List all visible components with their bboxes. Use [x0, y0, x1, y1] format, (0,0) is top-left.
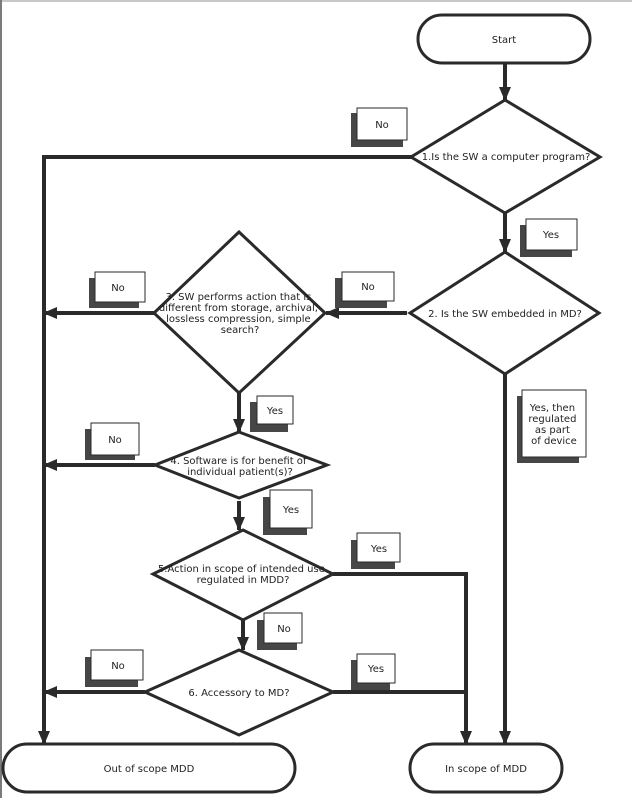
- window-top-border: [0, 0, 632, 2]
- decision-q6: 6. Accessory to MD?: [141, 648, 337, 737]
- edge-label-q6-no: No: [85, 649, 144, 687]
- edge-label-q6-yes: Yes: [351, 653, 396, 690]
- svg-text:No: No: [111, 661, 125, 672]
- svg-text:No: No: [375, 120, 389, 131]
- terminal-start: Start: [416, 13, 592, 65]
- edge-label-q4-no: No: [85, 422, 140, 460]
- decision-q5: 5.Action in scope of intended use regula…: [149, 528, 337, 622]
- svg-text:Yes: Yes: [367, 664, 384, 675]
- svg-text:Yes, then regulated: Yes, then regulated as part of device: [528, 403, 579, 447]
- terminal-start-label: Start: [492, 35, 517, 46]
- decision-q3: 3. SW performs action that is different …: [151, 229, 328, 396]
- svg-text:Yes: Yes: [370, 544, 387, 555]
- decision-q2: 2. Is the SW embedded in MD?: [407, 250, 602, 376]
- svg-text:Yes: Yes: [266, 406, 283, 417]
- svg-text:No: No: [111, 283, 125, 294]
- window-left-border: [0, 0, 2, 798]
- edge-label-q3-yes: Yes: [250, 395, 294, 432]
- terminal-out-of-scope-label: Out of scope MDD: [104, 764, 195, 775]
- edge-label-q4-yes: Yes: [263, 489, 313, 535]
- decision-q4-label: 4. Software is for benefit of individual…: [170, 456, 309, 478]
- decision-q6-label: 6. Accessory to MD?: [188, 688, 289, 699]
- decision-q1-label: 1.Is the SW a computer program?: [422, 152, 591, 163]
- edge-q1-no: [38, 155, 412, 745]
- edge-label-q3-no: No: [89, 271, 146, 308]
- edge-label-q2-no: No: [335, 271, 395, 308]
- decision-q5-label: 5.Action in scope of intended use regula…: [158, 564, 328, 586]
- edge-label-q5-yes: Yes: [351, 532, 401, 569]
- svg-text:No: No: [108, 435, 122, 446]
- svg-text:No: No: [277, 624, 291, 635]
- edge-label-q5-no: No: [257, 612, 303, 650]
- edge-label-q2-yes: Yes, then regulated as part of device: [517, 389, 587, 463]
- terminal-out-of-scope: Out of scope MDD: [1, 742, 297, 794]
- terminal-in-scope-label: In scope of MDD: [445, 764, 527, 775]
- svg-text:Yes: Yes: [282, 505, 299, 516]
- edge-q5-yes: [333, 572, 472, 745]
- decision-q1: 1.Is the SW a computer program?: [408, 98, 603, 215]
- edge-label-q1-yes: Yes: [520, 218, 578, 257]
- svg-text:No: No: [361, 282, 375, 293]
- decision-q2-label: 2. Is the SW embedded in MD?: [428, 309, 582, 320]
- svg-text:Yes: Yes: [542, 230, 559, 241]
- terminal-in-scope: In scope of MDD: [408, 742, 564, 794]
- edge-label-q1-no: No: [351, 107, 408, 147]
- decision-q3-label: 3. SW performs action that is different …: [159, 292, 321, 336]
- decision-q4: 4. Software is for benefit of individual…: [150, 430, 332, 500]
